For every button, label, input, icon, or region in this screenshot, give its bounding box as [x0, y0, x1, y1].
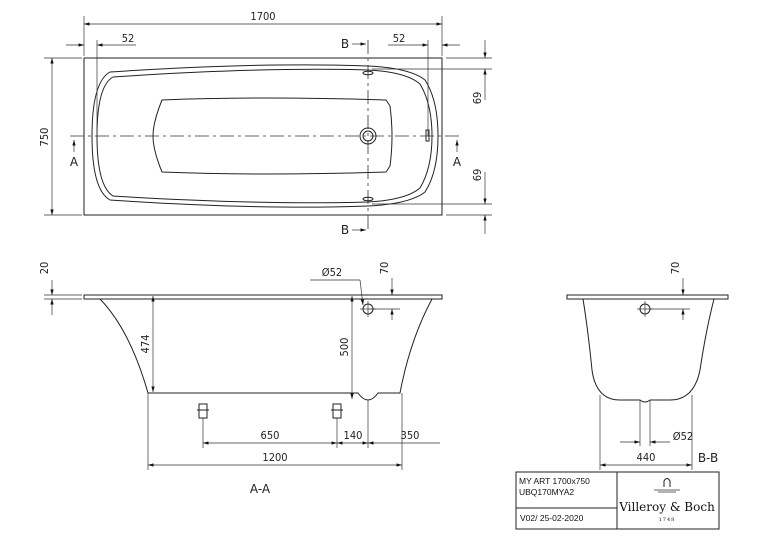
drain-inner: [362, 130, 374, 142]
foot-body: [198, 403, 208, 419]
dim-offset-bottom: 69: [471, 169, 484, 182]
dim-rim-thickness: 20: [38, 262, 51, 275]
dim-offset-left: 52: [122, 32, 135, 45]
brand-name: Villeroy & Boch: [618, 500, 715, 514]
rim-slab: [566, 294, 729, 300]
section-b-bottom: B: [341, 223, 349, 237]
section-a-right: A: [453, 155, 462, 169]
foot-right: [331, 403, 343, 419]
dim-depth-left: 474: [139, 335, 152, 354]
section-aa-title: A-A: [250, 482, 271, 496]
product-name: MY ART 1700x750: [519, 476, 590, 486]
dim-drain-offset: 140: [344, 429, 363, 442]
dim-depth-total: 500: [338, 338, 351, 357]
dim-length: 1700: [250, 10, 275, 23]
top-view: 1700 52 52 750 69 69 A A B B: [38, 10, 492, 237]
foot-left: [197, 403, 209, 419]
dim-overflow-diameter: Ø52: [322, 266, 342, 279]
dim-width: 750: [38, 128, 51, 147]
product-code: UBQ170MYA2: [519, 487, 574, 497]
tub-outline-rect: [83, 57, 443, 216]
section-bb-view: 70 Ø52 440 B-B: [566, 262, 729, 470]
dim-bottom-length: 1200: [262, 451, 287, 464]
section-a-left: A: [70, 155, 79, 169]
section-aa-view: 20 Ø52 70 474 500 650 140 350 1200 A-A: [38, 262, 443, 496]
title-block: MY ART 1700x750 UBQ170MYA2 V02/ 25-02-20…: [515, 471, 720, 530]
leader-arrow: [359, 279, 365, 306]
tub-body-profile: [582, 298, 715, 403]
dim-bottom-width: 440: [637, 451, 656, 464]
dim-feet-spacing: 650: [261, 429, 280, 442]
section-b-top: B: [341, 37, 349, 51]
brand-logo-icon: [654, 478, 680, 493]
dim-overflow-height: 70: [378, 262, 391, 275]
tub-rim-inner: [96, 68, 433, 204]
dim-drain-to-end: 350: [401, 429, 420, 442]
section-bb-title: B-B: [698, 451, 718, 465]
logo-faucet: [663, 478, 671, 487]
rim-slab: [83, 294, 443, 300]
overflow-icon: [425, 129, 430, 142]
tub-rim-outer: [91, 64, 439, 208]
handle-top: [362, 70, 374, 76]
handle-bottom: [362, 196, 374, 202]
dim-offset-top: 69: [471, 92, 484, 105]
drain-icon: [359, 127, 377, 145]
dim-offset-right: 52: [393, 32, 406, 45]
dim-overflow-height: 70: [669, 262, 682, 275]
foot-body: [332, 403, 342, 419]
version-date: V02/ 25-02-2020: [520, 513, 584, 523]
brand-year: 1748: [659, 517, 676, 523]
dim-drain-diameter: Ø52: [673, 430, 693, 443]
